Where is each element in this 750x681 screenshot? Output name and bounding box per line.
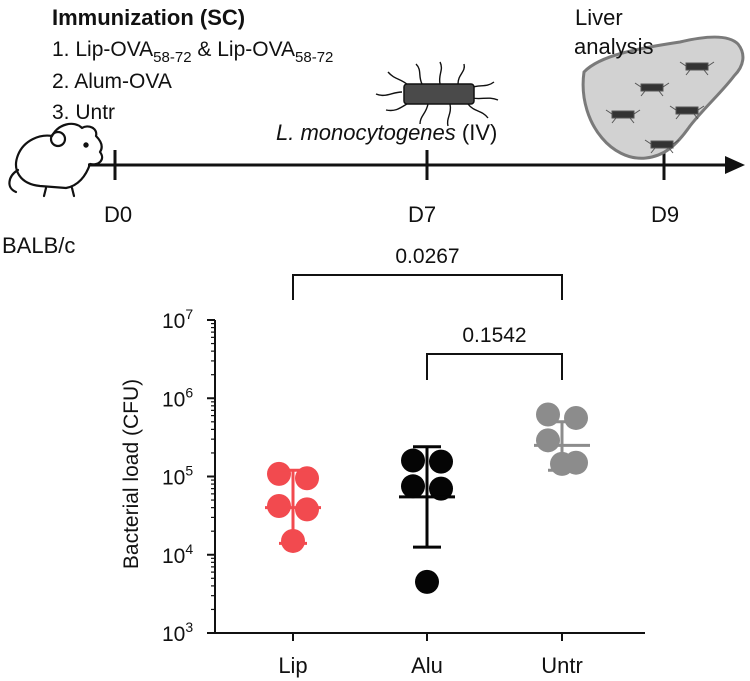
- data-point: [564, 405, 588, 430]
- y-tick-base: 10: [162, 545, 185, 568]
- immunization-title: Immunization (SC): [52, 5, 245, 30]
- mouse-icon: [8, 122, 104, 198]
- group-3-text: Untr: [75, 101, 115, 124]
- significance-brackets: 0.0267 0.1542: [292, 245, 563, 380]
- timeline-arrowhead: [725, 156, 745, 174]
- pathogen-route: (IV): [456, 120, 498, 145]
- liver-label-line-2: analysis: [574, 34, 653, 59]
- x-tick-label-untr: Untr: [541, 653, 583, 678]
- group-3-number: 3.: [52, 101, 70, 124]
- timepoint-d0: D0: [104, 202, 132, 227]
- data-point: [415, 569, 439, 594]
- group-1-number: 1.: [52, 38, 70, 61]
- significance-bracket: [426, 353, 563, 380]
- y-tick-label: 103: [162, 619, 193, 646]
- y-tick-exponent: 6: [185, 384, 193, 400]
- y-tick-base: 10: [162, 388, 185, 411]
- data-point: [429, 476, 453, 501]
- group-1-subscript-a: 58-72: [153, 49, 191, 66]
- y-tick-label: 107: [162, 306, 193, 333]
- timepoint-d9: D9: [651, 202, 679, 227]
- p-value-label: 0.0267: [395, 245, 459, 268]
- data-point: [267, 461, 291, 486]
- y-tick-base: 10: [162, 467, 185, 490]
- mouse-label: BALB/c: [2, 233, 75, 258]
- y-tick-exponent: 5: [185, 463, 193, 479]
- data-point: [429, 449, 453, 474]
- y-tick-base: 10: [162, 623, 185, 646]
- data-point: [295, 466, 319, 491]
- bacterium-icon: [375, 61, 499, 127]
- series-untr: [534, 402, 590, 476]
- pathogen-name: L. monocytogenes: [276, 120, 456, 145]
- pathogen-label: L. monocytogenes (IV): [276, 120, 497, 145]
- y-tick-exponent: 3: [185, 619, 193, 635]
- x-tick-label-lip: Lip: [278, 653, 307, 678]
- y-tick-exponent: 7: [185, 306, 193, 322]
- group-2-number: 2.: [52, 70, 70, 93]
- group-1-part-a: Lip-OVA: [75, 38, 153, 61]
- x-tick-label-alu: Alu: [411, 653, 443, 678]
- group-2-label: 2. Alum-OVA: [52, 70, 172, 93]
- y-tick-label: 106: [162, 384, 193, 411]
- group-3-label: 3. Untr: [52, 101, 115, 124]
- y-tick-base: 10: [162, 310, 185, 333]
- series-lip: [265, 461, 321, 553]
- data-point: [401, 448, 425, 473]
- timeline: D0 D7 D9: [88, 150, 745, 227]
- y-tick-label: 105: [162, 463, 193, 490]
- data-point: [267, 493, 291, 518]
- series-alu: [399, 445, 455, 594]
- group-1-part-b: & Lip-OVA: [192, 38, 295, 61]
- timepoint-d7: D7: [408, 202, 436, 227]
- group-1-label: 1. Lip-OVA58-72 & Lip-OVA58-72: [52, 38, 333, 66]
- group-2-text: Alum-OVA: [74, 70, 172, 93]
- y-tick-label: 104: [162, 541, 193, 568]
- data-point: [295, 497, 319, 522]
- liver-label-line-1: Liver: [575, 5, 623, 30]
- liver-icon: [581, 35, 745, 160]
- y-axis-label: Bacterial load (CFU): [120, 379, 143, 569]
- chart-marks: [265, 402, 590, 594]
- group-1-subscript-b: 58-72: [295, 49, 333, 66]
- data-point: [401, 474, 425, 499]
- p-value-label: 0.1542: [462, 324, 526, 347]
- data-point: [536, 428, 560, 453]
- y-tick-exponent: 4: [185, 541, 193, 557]
- significance-bracket: [292, 274, 563, 300]
